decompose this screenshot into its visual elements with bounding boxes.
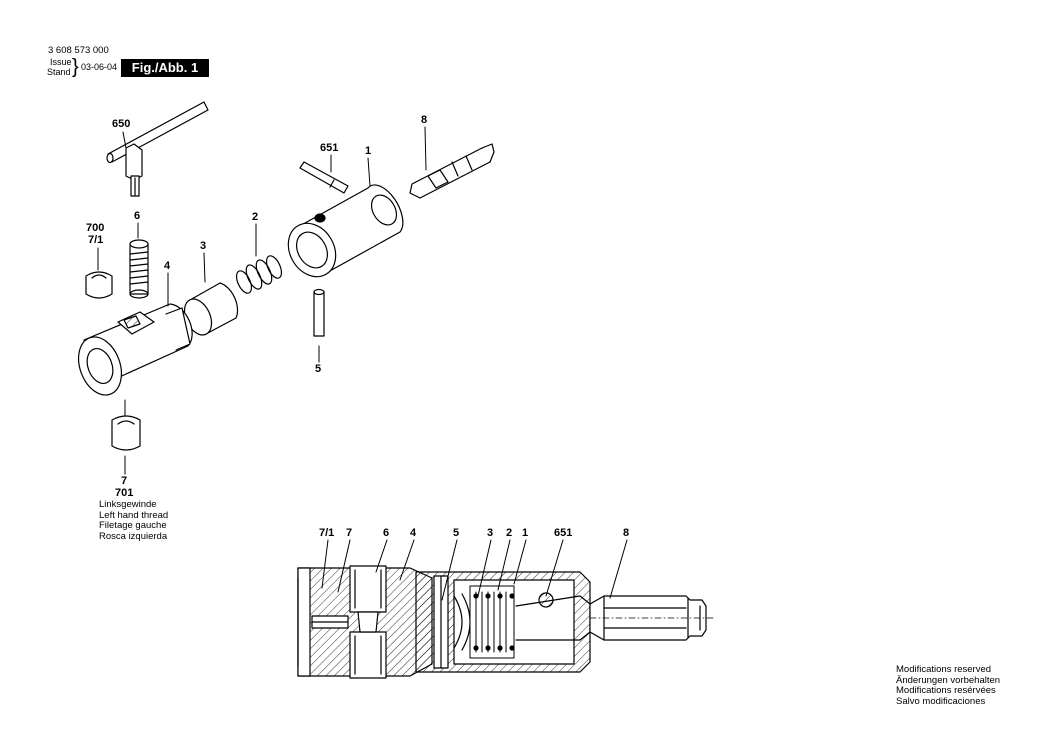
section-label-7-1: 7/1 [319, 527, 335, 539]
label-2: 2 [252, 211, 259, 223]
document-number: 3 608 573 000 [48, 45, 109, 56]
section-view [297, 565, 717, 679]
modifications-note-fr: Modifications resérvées [896, 685, 996, 696]
thread-note-fr: Filetage gauche [99, 520, 167, 531]
screw-6 [129, 239, 149, 299]
thread-note: Linksgewinde Left hand thread Filetage g… [99, 499, 169, 542]
thread-note-de: Linksgewinde [99, 499, 157, 510]
segment-701 [111, 415, 141, 451]
holder-4 [77, 303, 193, 396]
label-6: 6 [134, 210, 141, 222]
bit-8 [409, 143, 495, 199]
exploded-leaders [97, 126, 427, 475]
section-leaders [321, 539, 628, 601]
section-label-6: 6 [383, 527, 390, 539]
label-651: 651 [320, 142, 339, 154]
thread-note-es: Rosca izquierda [99, 530, 168, 542]
thread-note-en: Left hand thread [99, 509, 169, 521]
modifications-note: Modifications reserved Änderungen vorbeh… [896, 664, 1001, 707]
modifications-note-es: Salvo modificaciones [896, 695, 986, 707]
sleeve-1 [287, 184, 404, 278]
label-7-1: 7/1 [88, 234, 104, 246]
section-label-1: 1 [522, 527, 529, 539]
pin-5 [313, 288, 325, 337]
segment-700 [85, 271, 113, 299]
spring-2 [235, 255, 283, 294]
t-handle-key-650 [106, 101, 209, 197]
label-8: 8 [421, 114, 428, 126]
label-650: 650 [112, 118, 131, 130]
issue-date: 03-06-04 [81, 62, 118, 72]
section-label-3: 3 [487, 527, 494, 539]
modifications-note-de: Änderungen vorbehalten [896, 674, 1001, 686]
label-7: 7 [121, 475, 128, 487]
section-label-7: 7 [346, 527, 353, 539]
section-label-8: 8 [623, 527, 630, 539]
figure-label: Fig./Abb. 1 [121, 59, 209, 77]
brace-glyph: } [72, 56, 79, 78]
section-label-5: 5 [453, 527, 460, 539]
section-label-651: 651 [554, 527, 573, 539]
pin-651 [299, 161, 349, 194]
section-label-4: 4 [410, 527, 417, 539]
label-701: 701 [115, 487, 134, 499]
label-5: 5 [315, 363, 322, 375]
issue-label: Issue [50, 57, 72, 67]
modifications-note-en: Modifications reserved [896, 664, 992, 675]
label-1: 1 [365, 145, 372, 157]
label-3: 3 [200, 240, 207, 252]
section-label-2: 2 [506, 527, 513, 539]
label-4: 4 [164, 260, 171, 272]
stand-label: Stand [47, 67, 71, 77]
label-700: 700 [86, 222, 105, 234]
